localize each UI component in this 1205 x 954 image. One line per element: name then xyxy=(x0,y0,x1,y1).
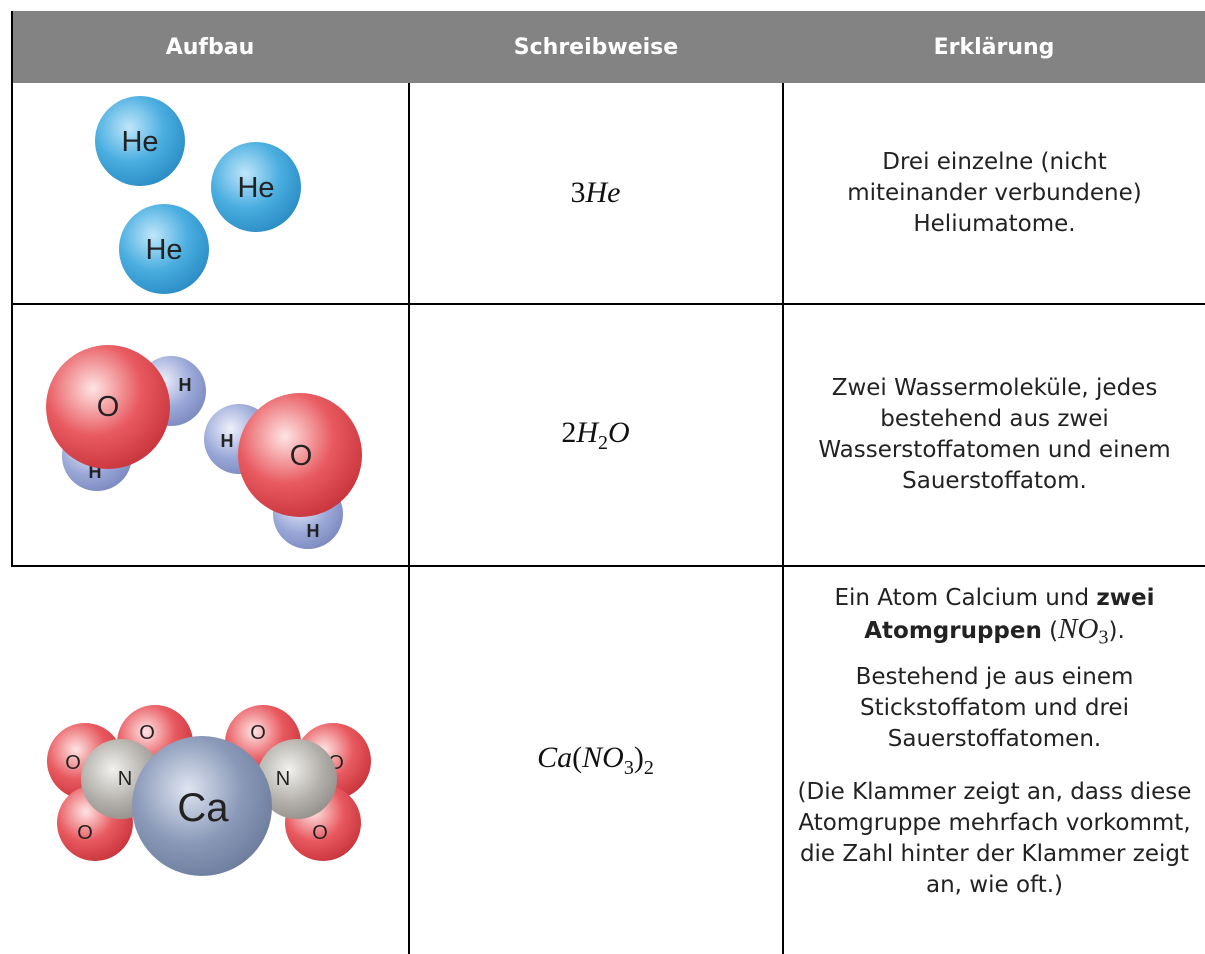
explanation-intro: Ein Atom Calcium und zwei Atomgruppen (N… xyxy=(834,585,1155,649)
oxygen-atom: O xyxy=(238,393,362,517)
svg-text:N: N xyxy=(118,768,132,790)
explanation-helium: Drei einzelne (nicht miteinander verbund… xyxy=(847,148,1142,237)
calcium-nitrate-illustration: O O O N O O O N xyxy=(47,705,371,876)
svg-text:O: O xyxy=(139,722,155,744)
formula-2h2o: 2H2O xyxy=(561,415,630,454)
row-divider-2 xyxy=(11,565,1205,567)
explanation-composition: Bestehend je aus einem Stickstoffatom un… xyxy=(855,663,1134,752)
header-aufbau: Aufbau xyxy=(11,11,409,83)
helium-atoms-illustration: He He He xyxy=(95,96,301,294)
formula-3he: 3He xyxy=(570,176,621,209)
nitrogen-atom: N xyxy=(257,739,337,819)
svg-text:H: H xyxy=(221,431,234,451)
explanation-note: (Die Klammer zeigt an, dass diese Atomgr… xyxy=(797,778,1192,898)
helium-atom: He xyxy=(119,204,209,294)
svg-text:H: H xyxy=(307,521,320,541)
table-border-left xyxy=(11,11,13,567)
row-divider-1 xyxy=(11,303,1205,305)
helium-atom: He xyxy=(211,142,301,232)
molecule-table: Aufbau Schreibweise Erklärung He He He 3… xyxy=(11,11,1205,954)
svg-text:He: He xyxy=(145,234,182,266)
svg-text:O: O xyxy=(250,722,266,744)
svg-text:He: He xyxy=(237,172,274,204)
column-divider-1 xyxy=(408,83,410,954)
helium-atom: He xyxy=(95,96,185,186)
svg-text:O: O xyxy=(97,391,120,423)
svg-text:O: O xyxy=(312,822,328,844)
svg-text:O: O xyxy=(77,822,93,844)
svg-text:O: O xyxy=(290,440,313,472)
header-schreibweise: Schreibweise xyxy=(409,11,783,83)
water-molecules-illustration: H H O H H O xyxy=(46,345,362,549)
oxygen-atom: O xyxy=(46,345,170,469)
svg-text:H: H xyxy=(179,375,192,395)
svg-text:He: He xyxy=(121,126,158,158)
calcium-atom: Ca xyxy=(132,736,272,876)
explanation-water: Zwei Wassermoleküle, jedes bestehend aus… xyxy=(818,375,1171,494)
header-erklaerung: Erklärung xyxy=(783,11,1205,83)
formula-ca-no3-2: Ca(NO3)2 xyxy=(537,741,654,779)
explanation-calcium-nitrate: Ein Atom Calcium und zwei Atomgruppen (N… xyxy=(784,567,1205,954)
column-divider-2 xyxy=(782,83,784,954)
svg-text:O: O xyxy=(65,752,81,774)
svg-text:Ca: Ca xyxy=(177,786,229,830)
svg-text:N: N xyxy=(276,768,290,790)
